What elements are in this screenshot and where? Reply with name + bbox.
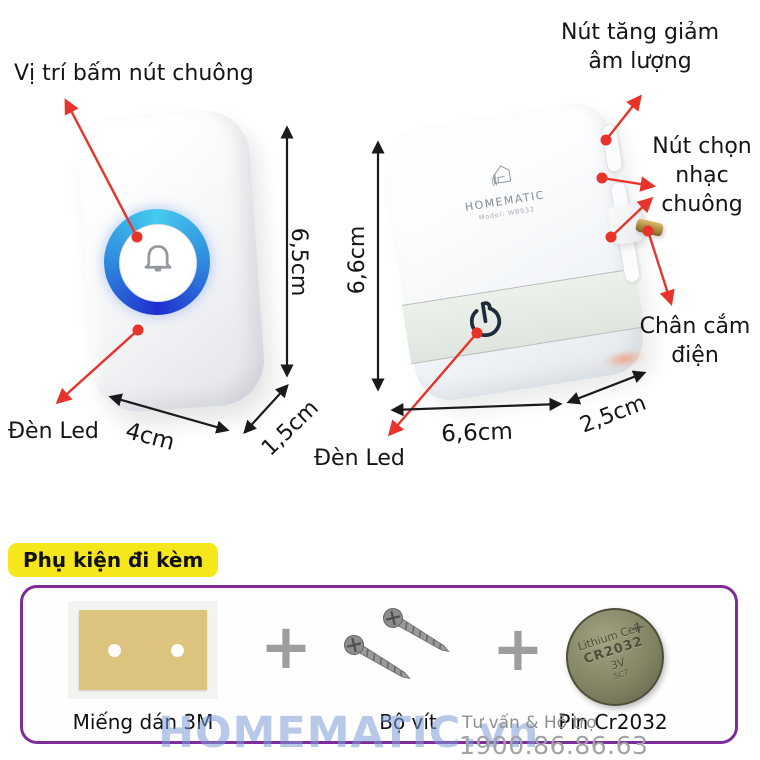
accessories-heading: Phụ kiện đi kèm xyxy=(8,543,219,577)
dim-button-width: 4cm xyxy=(122,418,178,456)
plus-separator: + xyxy=(260,610,312,683)
accessory-label-screws: Bộ vít xyxy=(379,710,437,734)
dim-receiver-width: 6,6cm xyxy=(440,418,514,448)
label-led-right: Đèn Led xyxy=(314,446,405,471)
accessory-label-pad: Miếng dán 3M xyxy=(72,710,214,734)
receiver-device: HOMEMATIC Model: WB932 xyxy=(377,98,649,406)
accessory-label-battery: Pin Cr2032 xyxy=(558,710,668,734)
pad-hole xyxy=(108,644,121,657)
receiver-logo: HOMEMATIC Model: WB932 xyxy=(385,142,621,235)
homematic-logo-icon xyxy=(484,158,519,196)
label-press-position: Vị trí bấm nút chuông xyxy=(14,61,254,86)
plus-separator: + xyxy=(492,612,544,685)
receiver-led-band xyxy=(401,268,645,365)
label-ringtone: Nút chọn nhạc chuông xyxy=(652,134,752,218)
screws-image xyxy=(331,600,481,709)
power-icon xyxy=(460,295,511,349)
dim-receiver-depth: 2,5cm xyxy=(576,390,650,438)
footer-phone: 1900.86.86.63 xyxy=(459,731,649,760)
adhesive-pad-image xyxy=(68,601,218,699)
watermark-brand: HOMEMATIC.vn xyxy=(158,708,540,758)
battery-engraving: Lithium Cell CR2032 3V 5C7 xyxy=(563,617,668,694)
bell-button xyxy=(119,224,197,302)
battery-image: + Lithium Cell CR2032 3V 5C7 xyxy=(566,608,664,706)
dim-button-height: 6,5cm xyxy=(286,227,312,297)
adhesive-pad xyxy=(79,610,207,690)
footer-support-text: Tư vấn & Hỗ trợ xyxy=(462,713,597,733)
pad-hole xyxy=(171,644,184,657)
dim-receiver-height: 6,6cm xyxy=(344,225,370,295)
label-plug: Chân cắm điện xyxy=(639,314,751,369)
bell-icon xyxy=(136,239,180,287)
label-volume: Nút tăng giảm âm lượng xyxy=(560,20,720,75)
arrow-plug xyxy=(646,230,675,306)
accessories-box: + xyxy=(20,585,738,744)
label-led-left: Đèn Led xyxy=(8,419,99,444)
dim-arrow-receiver-width xyxy=(390,397,563,417)
